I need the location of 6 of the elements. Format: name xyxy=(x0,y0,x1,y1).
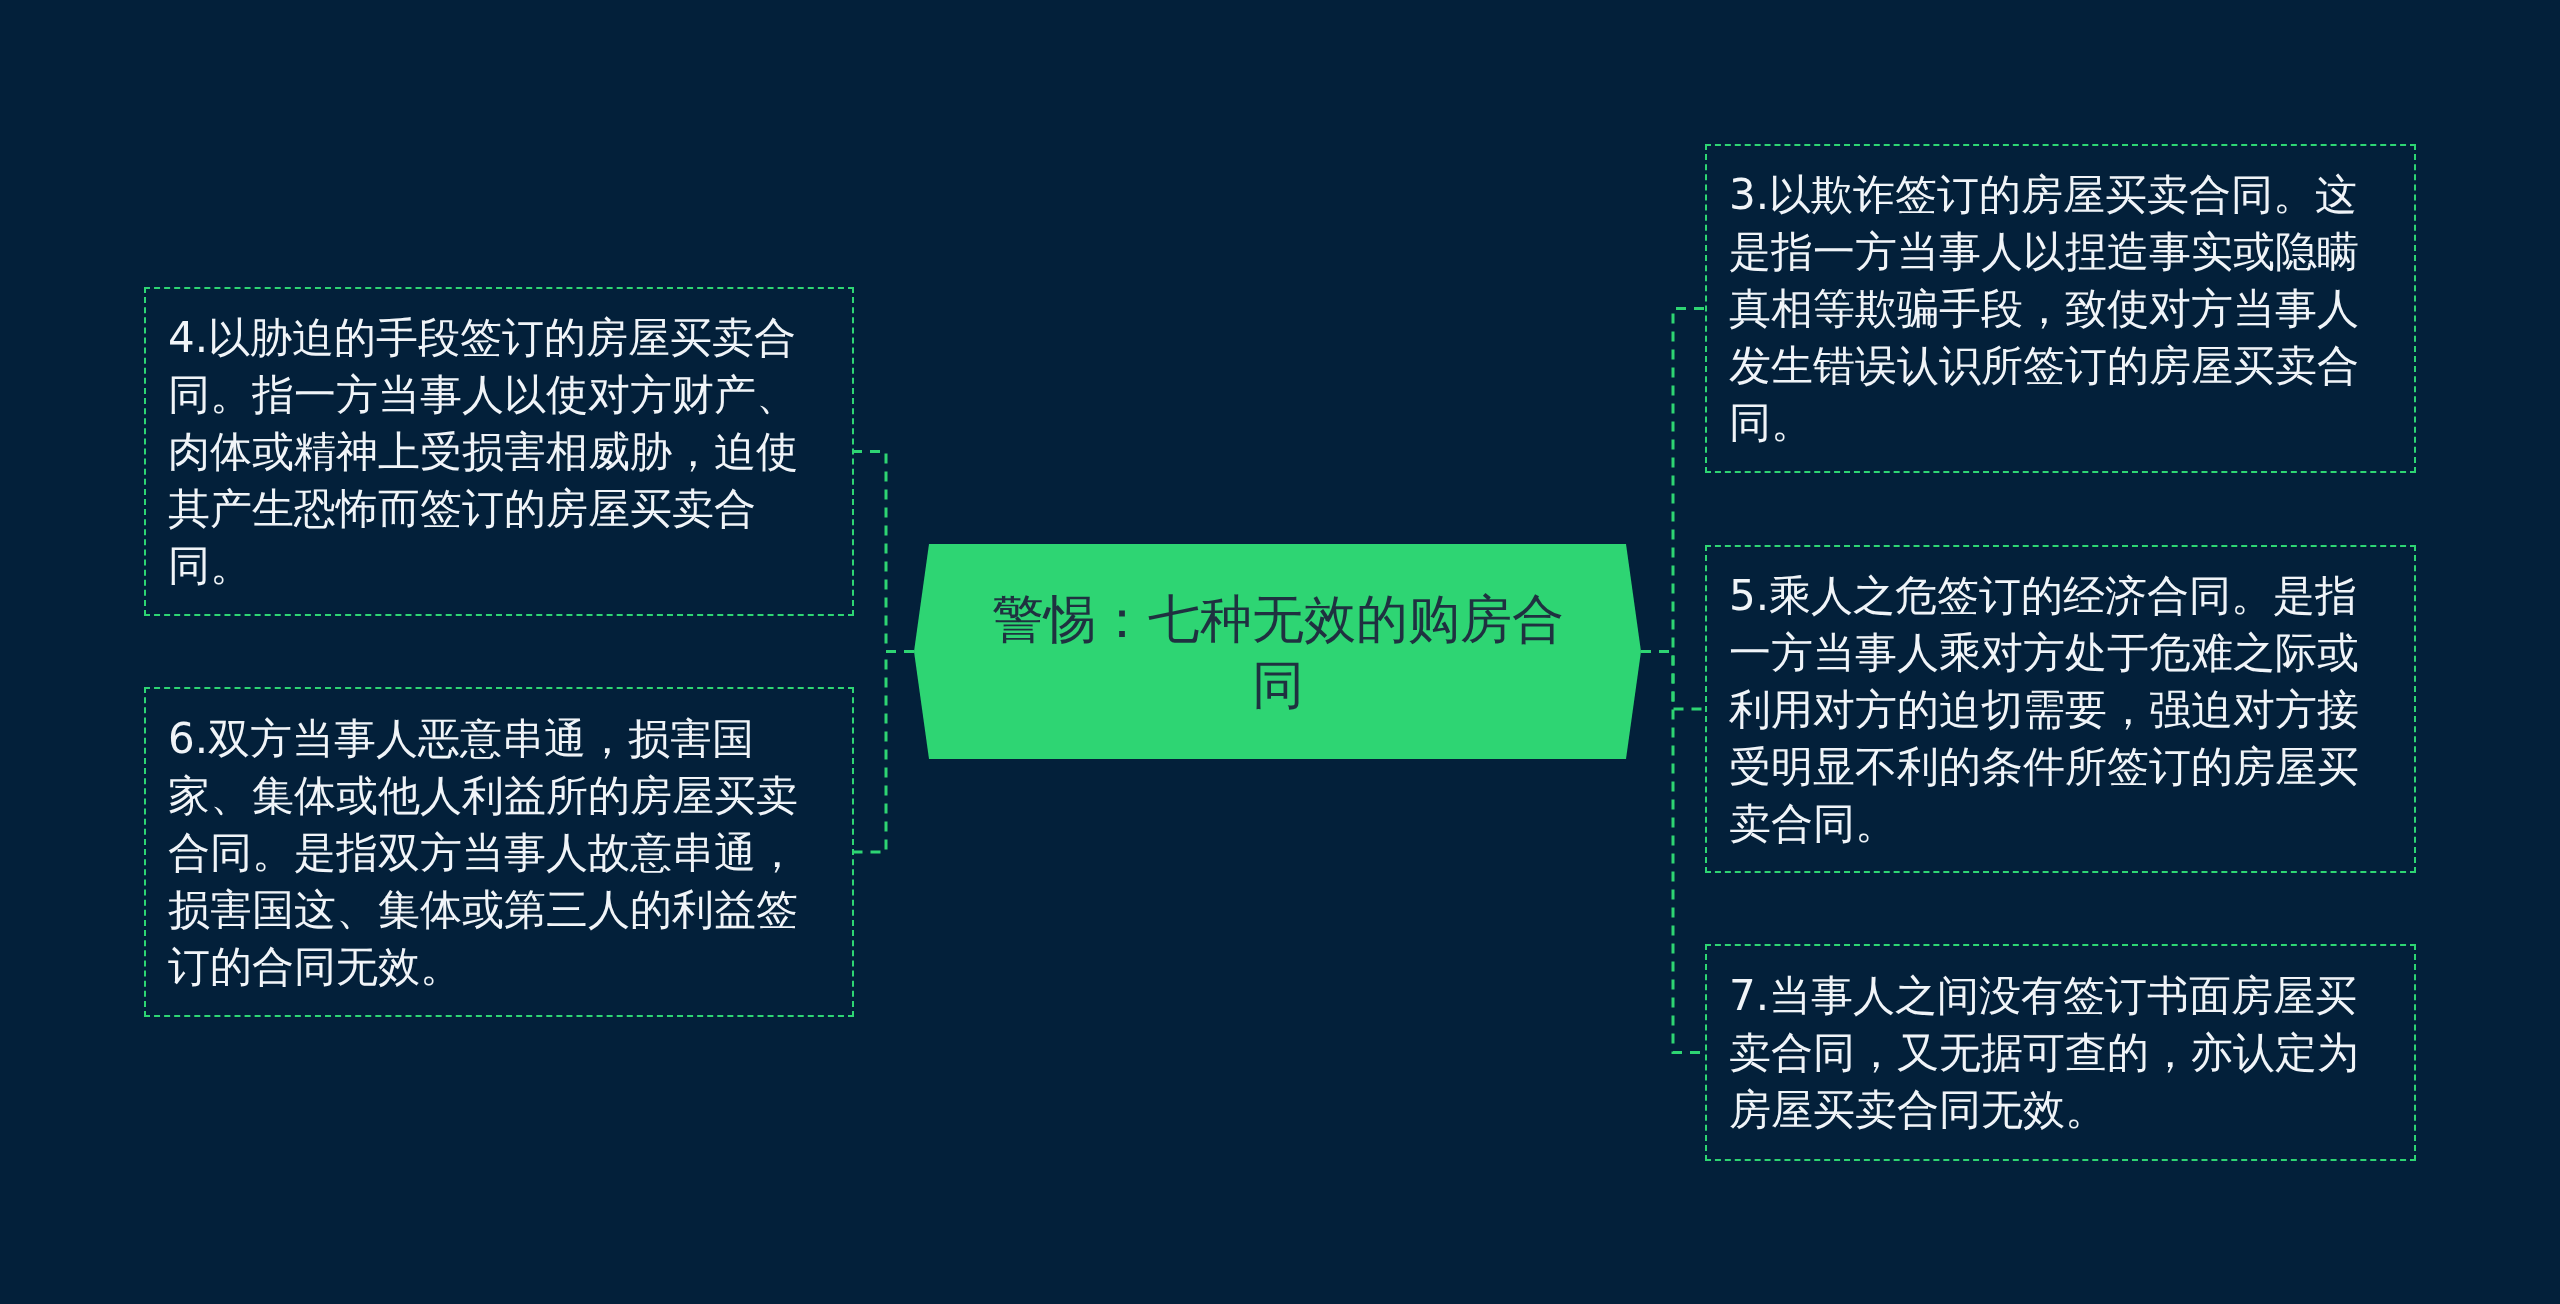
connector-line xyxy=(854,650,914,854)
text-box: 5.乘人之危签订的经济合同。是指一方当事人乘对方处于危难之际或利用对方的迫切需要，强迫对方接受明显不利的条件所签订的房屋买卖合同。 xyxy=(1705,545,2416,873)
text-box: 4.以胁迫的手段签订的房屋买卖合同。指一方当事人以使对方财产、肉体或精神上受损害相威胁，迫使其产生恐怖而签订的房屋买卖合同。 xyxy=(144,287,854,616)
text-box: 3.以欺诈签订的房屋买卖合同。这是指一方当事人以捏造事实或隐瞒真相等欺骗手段，致使对方当事人发生错误认识所签订的房屋买卖合同。 xyxy=(1705,144,2416,473)
text-box: 7.当事人之间没有签订书面房屋买卖合同，又无据可查的，亦认定为房屋买卖合同无效。 xyxy=(1705,944,2416,1161)
text-box: 6.双方当事人恶意串通，损害国家、集体或他人利益所的房屋买卖合同。是指双方当事人故意串通，损害国这、集体或第三人的利益签订的合同无效。 xyxy=(144,687,854,1017)
